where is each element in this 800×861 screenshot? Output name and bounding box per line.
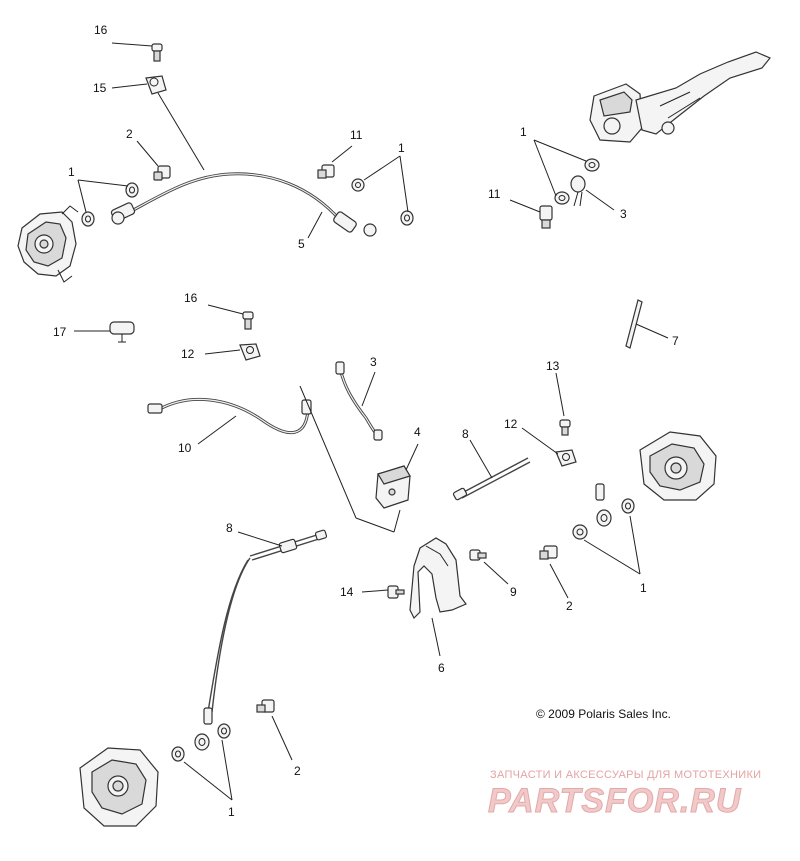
washer-master-1 xyxy=(584,158,600,172)
flange-bolt xyxy=(387,585,405,599)
callout-17: 17 xyxy=(53,325,67,339)
bolt-bracket xyxy=(469,549,487,561)
washer-right-1 xyxy=(621,498,635,514)
screw-right xyxy=(559,419,571,436)
callout-4: 4 xyxy=(414,425,421,439)
callout-15: 15 xyxy=(93,81,107,95)
callout-8-right: 8 xyxy=(462,427,469,441)
brake-junction-block xyxy=(375,465,411,509)
callout-1-master: 1 xyxy=(520,125,527,139)
washer-top-left-2 xyxy=(125,182,139,198)
callout-9: 9 xyxy=(510,585,517,599)
banjo-fitting-master xyxy=(570,175,586,207)
handlebar-master-cylinder xyxy=(589,51,771,143)
callout-3-mid: 3 xyxy=(370,355,377,369)
cable-tie xyxy=(625,299,643,349)
banjo-fitting-right xyxy=(595,483,612,527)
callout-13: 13 xyxy=(546,359,560,373)
clip-mount-left xyxy=(109,321,135,343)
watermark-tagline: ЗАПЧАСТИ И АКСЕССУАРЫ ДЛЯ МОТОТЕХНИКИ xyxy=(490,769,761,781)
callout-6: 6 xyxy=(438,661,445,675)
callout-2-bottom: 2 xyxy=(294,764,301,778)
washer-right-2 xyxy=(572,524,588,540)
callout-14: 14 xyxy=(340,585,354,599)
callout-1-top-left: 1 xyxy=(68,165,75,179)
callout-7: 7 xyxy=(672,334,679,348)
banjo-bolt-bottom xyxy=(256,699,275,713)
brake-mount-bracket xyxy=(409,537,467,620)
callout-1-top-right: 1 xyxy=(398,141,405,155)
washer-top-left-1 xyxy=(81,211,95,227)
watermark-logo: PARTSFOR.RU xyxy=(488,782,742,820)
washer-bottom-2 xyxy=(171,746,185,762)
washer-bottom-1 xyxy=(217,723,231,739)
leader-lines xyxy=(74,42,669,801)
hose-clamp-right xyxy=(555,449,577,467)
bolt-top-center xyxy=(317,164,335,179)
brake-cable-right xyxy=(452,457,531,501)
callout-3-master: 3 xyxy=(620,207,627,221)
hose-clamp-top xyxy=(145,75,167,95)
screw-middle xyxy=(242,311,254,330)
washer-top-center-1 xyxy=(351,178,365,192)
callout-1-right: 1 xyxy=(640,581,647,595)
callout-labels: 16 15 2 1 5 11 1 1 11 3 16 17 12 10 3 4 … xyxy=(53,23,679,819)
hose-clamp-left xyxy=(239,343,261,361)
washer-master-2 xyxy=(554,191,570,205)
front-left-brake-caliper xyxy=(17,205,79,283)
callout-16-top: 16 xyxy=(94,23,108,37)
callout-1-bottom: 1 xyxy=(228,805,235,819)
brake-line-tube xyxy=(335,361,383,441)
watermark: ЗАПЧАСТИ И АКСЕССУАРЫ ДЛЯ МОТОТЕХНИКИ PA… xyxy=(488,769,762,821)
bolt-master xyxy=(539,205,553,229)
callout-10: 10 xyxy=(178,441,192,455)
callout-8-left: 8 xyxy=(226,521,233,535)
banjo-fitting-bottom xyxy=(194,707,213,751)
callout-12-right: 12 xyxy=(504,417,518,431)
washer-top-center-2 xyxy=(400,210,414,226)
callout-2-top-left: 2 xyxy=(126,127,133,141)
front-right-brake-caliper xyxy=(639,431,717,501)
rear-brake-caliper xyxy=(79,747,159,827)
brake-hose-front xyxy=(110,172,377,237)
banjo-bolt-top-left xyxy=(153,165,171,181)
banjo-bolt-right xyxy=(539,545,558,560)
screw-top xyxy=(151,43,163,62)
callout-16-mid: 16 xyxy=(184,291,198,305)
callout-5: 5 xyxy=(298,237,305,251)
callout-11-master: 11 xyxy=(488,187,501,201)
callout-12-left: 12 xyxy=(181,347,195,361)
callout-2-right: 2 xyxy=(566,599,573,613)
brake-cable-left xyxy=(207,529,328,713)
brake-hose-middle xyxy=(147,397,312,435)
copyright-notice: © 2009 Polaris Sales Inc. xyxy=(536,707,671,721)
callout-11-top: 11 xyxy=(350,128,363,142)
